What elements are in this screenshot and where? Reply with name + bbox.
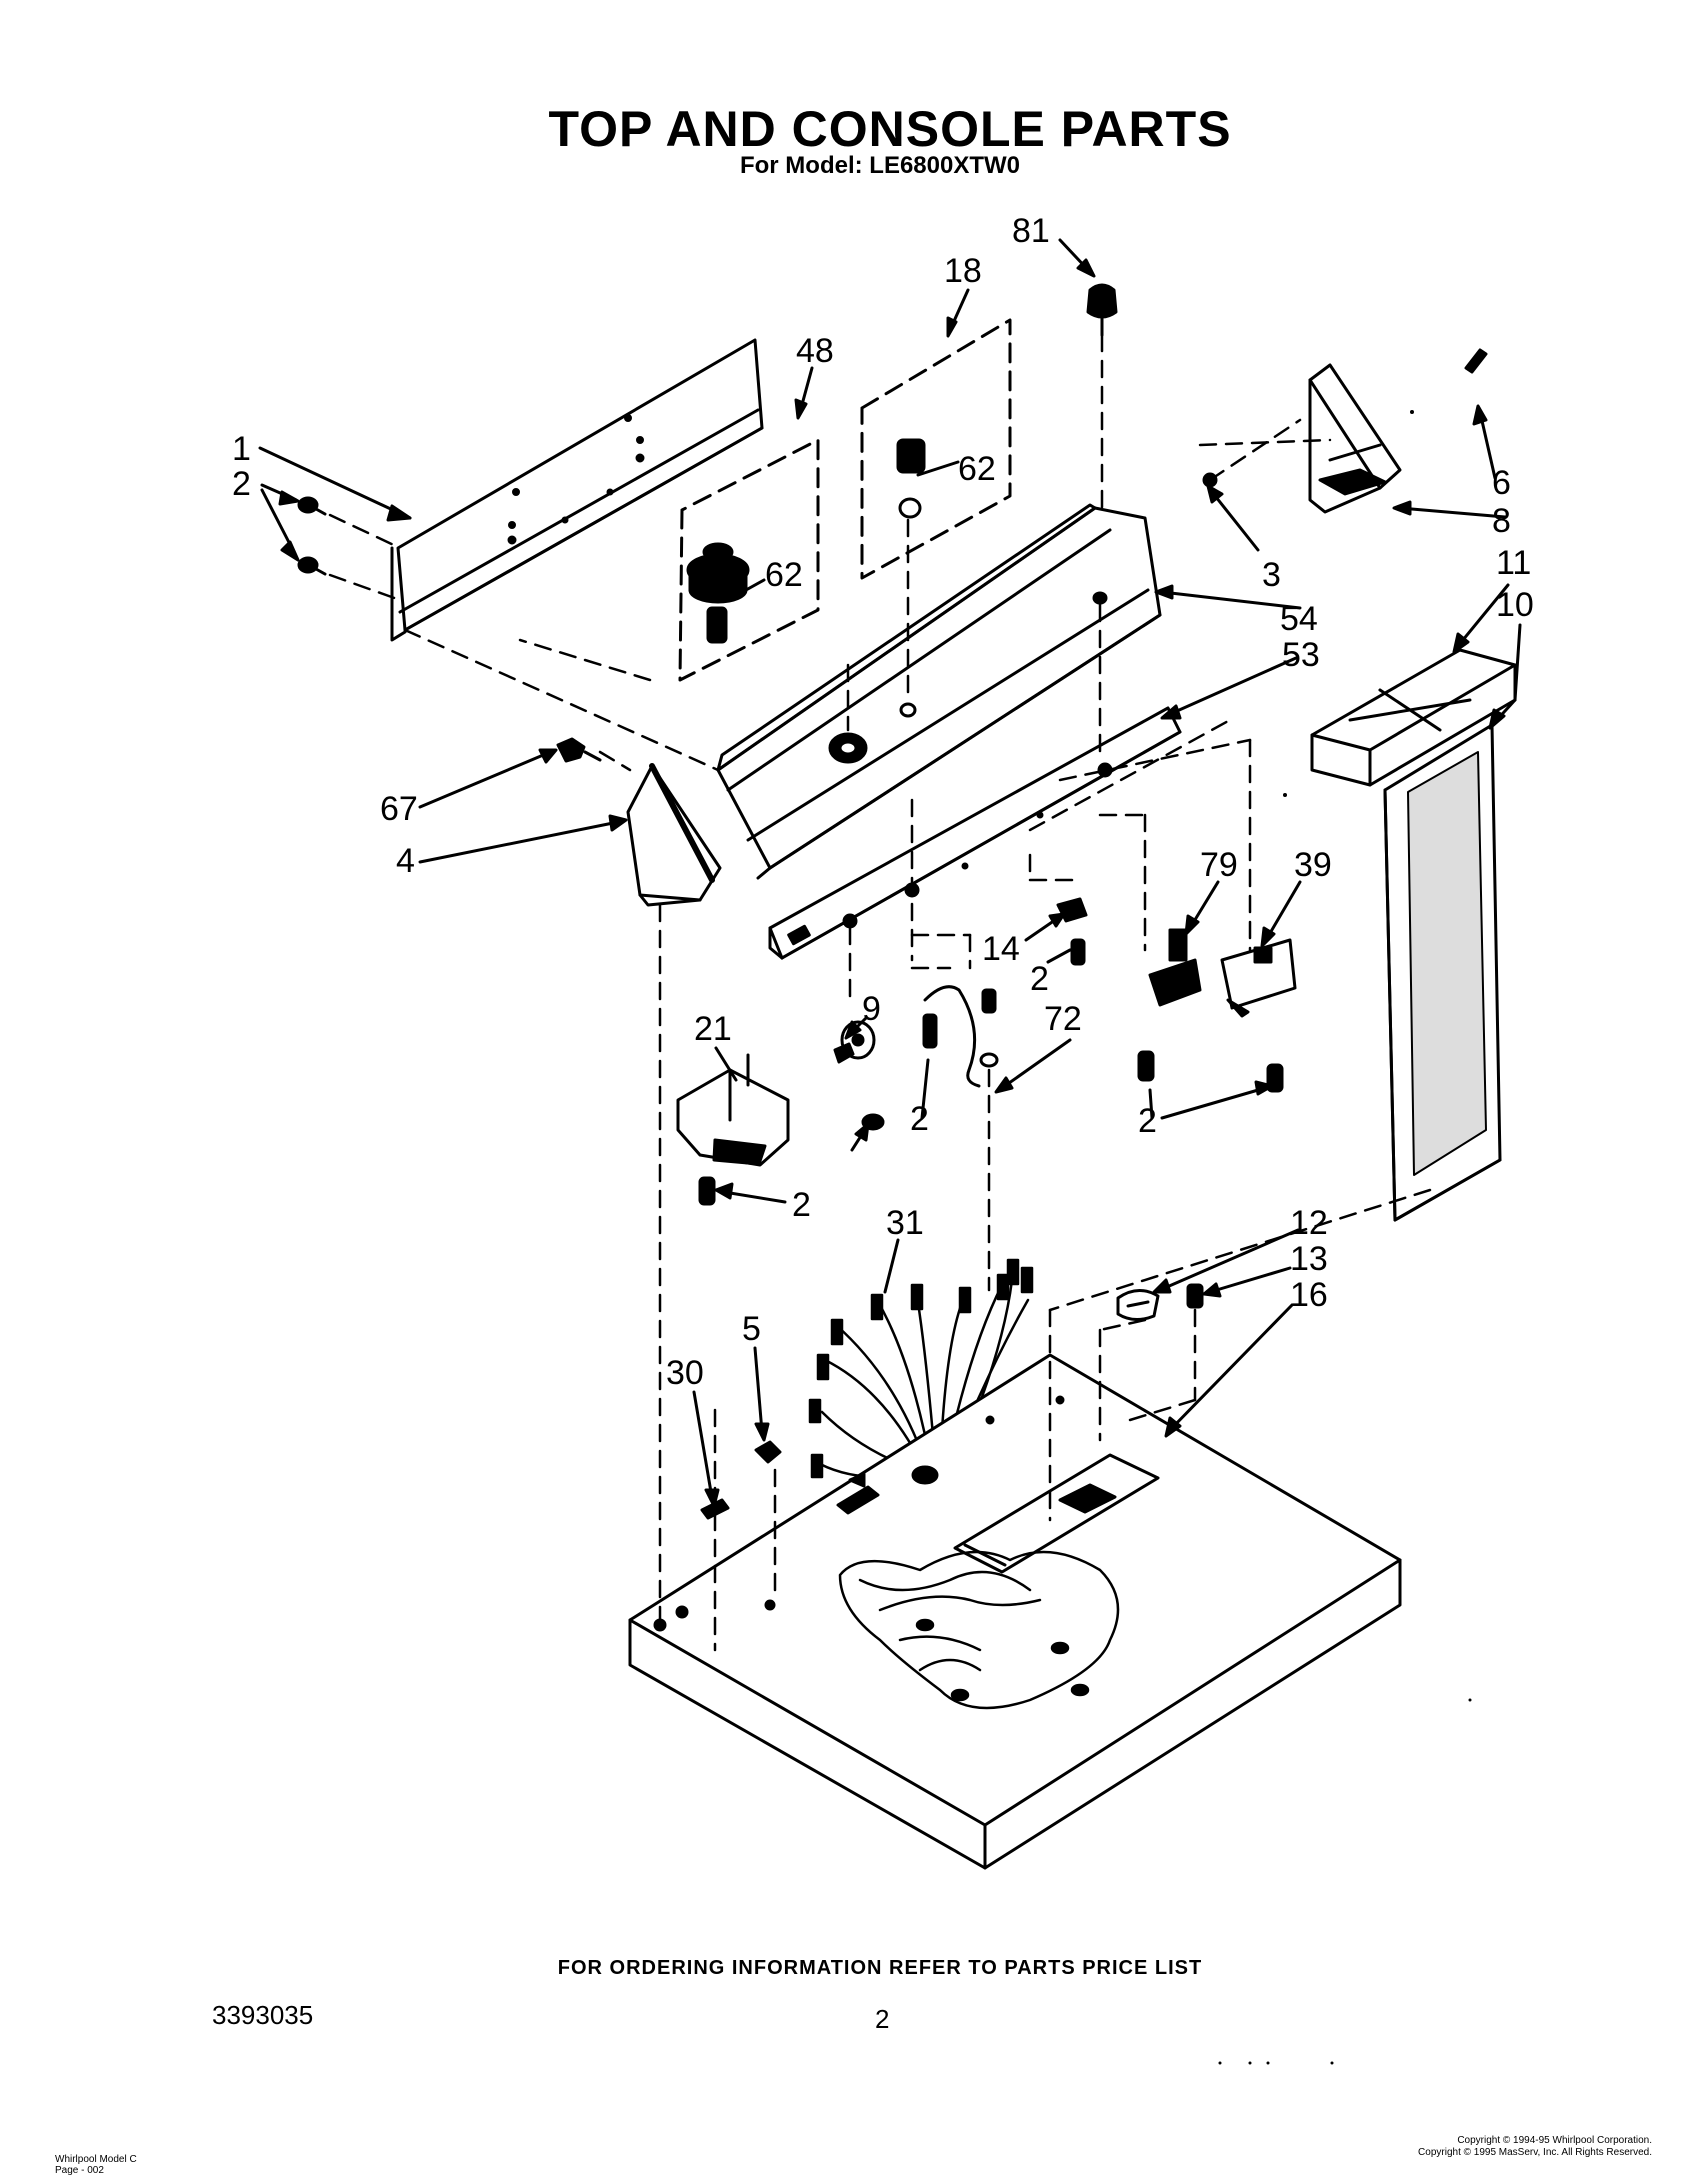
- back-panel-part: [390, 338, 764, 642]
- top-panel-part: [628, 1353, 1402, 1870]
- callout-labels: 1 2 48 18 81 62 62 6 8 3 54 53 11 10 67 …: [232, 212, 1534, 1392]
- lamp-bracket-part: [1202, 348, 1488, 514]
- screw-part: [297, 496, 327, 576]
- end-cap-part: [626, 763, 722, 907]
- callout-54: 54: [1280, 600, 1318, 638]
- copyright-line2: Copyright © 1995 MasServ, Inc. All Right…: [1418, 2147, 1652, 2158]
- component-outline: [678, 438, 820, 682]
- callout-62: 62: [958, 450, 996, 488]
- callout-13: 13: [1290, 1240, 1328, 1278]
- dashed-guide-lines: [328, 333, 1432, 1652]
- callout-2: 2: [1138, 1102, 1157, 1140]
- model-subtitle: For Model: LE6800XTW0: [739, 152, 1021, 179]
- copyright-line1: Copyright © 1994-95 Whirlpool Corporatio…: [1457, 2135, 1652, 2146]
- console-panel-part: [716, 503, 1162, 880]
- callout-48: 48: [796, 332, 834, 370]
- component-outline: [860, 318, 1012, 580]
- document-number: 3393035: [212, 2000, 314, 2030]
- callout-62: 62: [765, 556, 803, 594]
- callout-2: 2: [910, 1100, 929, 1138]
- clip-part: [556, 737, 602, 763]
- callout-14: 14: [982, 930, 1020, 968]
- page-number: 2: [875, 2004, 890, 2034]
- switch-part: [1148, 928, 1202, 1007]
- callout-79: 79: [1200, 846, 1238, 884]
- dial-part: [833, 1020, 885, 1131]
- knob-part: [896, 438, 926, 519]
- callout-2: 2: [232, 465, 251, 503]
- callout-53: 53: [1282, 636, 1320, 674]
- push-button-part: [1086, 283, 1118, 337]
- scan-specks: [1218, 410, 1472, 2065]
- callout-67: 67: [380, 790, 418, 828]
- callout-9: 9: [862, 990, 881, 1028]
- footer-left-line1: Whirlpool Model C: [55, 2154, 137, 2165]
- callout-31: 31: [886, 1204, 924, 1242]
- lint-screen-part: [1383, 723, 1502, 1222]
- callout-3: 3: [1262, 556, 1281, 594]
- callout-8: 8: [1492, 502, 1511, 540]
- footer-left-line2: Page - 002: [55, 2165, 104, 2176]
- knob-part: [686, 542, 750, 644]
- callout-6: 6: [1492, 464, 1511, 502]
- callout-10: 10: [1496, 586, 1534, 624]
- callout-5: 5: [742, 1310, 761, 1348]
- page-title: TOP AND CONSOLE PARTS: [548, 101, 1232, 157]
- leader-lines: [258, 238, 1522, 1508]
- callout-81: 81: [1012, 212, 1050, 250]
- callout-18: 18: [944, 252, 982, 290]
- callout-12: 12: [1290, 1204, 1328, 1242]
- callout-1: 1: [232, 430, 251, 468]
- callout-16: 16: [1290, 1276, 1328, 1314]
- callout-2: 2: [1030, 960, 1049, 998]
- wire-bundle-part: [838, 1550, 1120, 1710]
- callout-39: 39: [1294, 846, 1332, 884]
- callout-4: 4: [396, 842, 415, 880]
- callout-21: 21: [694, 1010, 732, 1048]
- ordering-note: FOR ORDERING INFORMATION REFER TO PARTS …: [557, 1957, 1203, 1979]
- callout-11: 11: [1496, 544, 1531, 582]
- switch-part: [1220, 938, 1297, 1018]
- callout-30: 30: [666, 1354, 704, 1392]
- hinge-part: [1116, 1283, 1204, 1321]
- callout-72: 72: [1044, 1000, 1082, 1038]
- terminal-part: [922, 897, 1088, 1088]
- callout-2: 2: [792, 1186, 811, 1224]
- timer-part: [676, 1053, 790, 1206]
